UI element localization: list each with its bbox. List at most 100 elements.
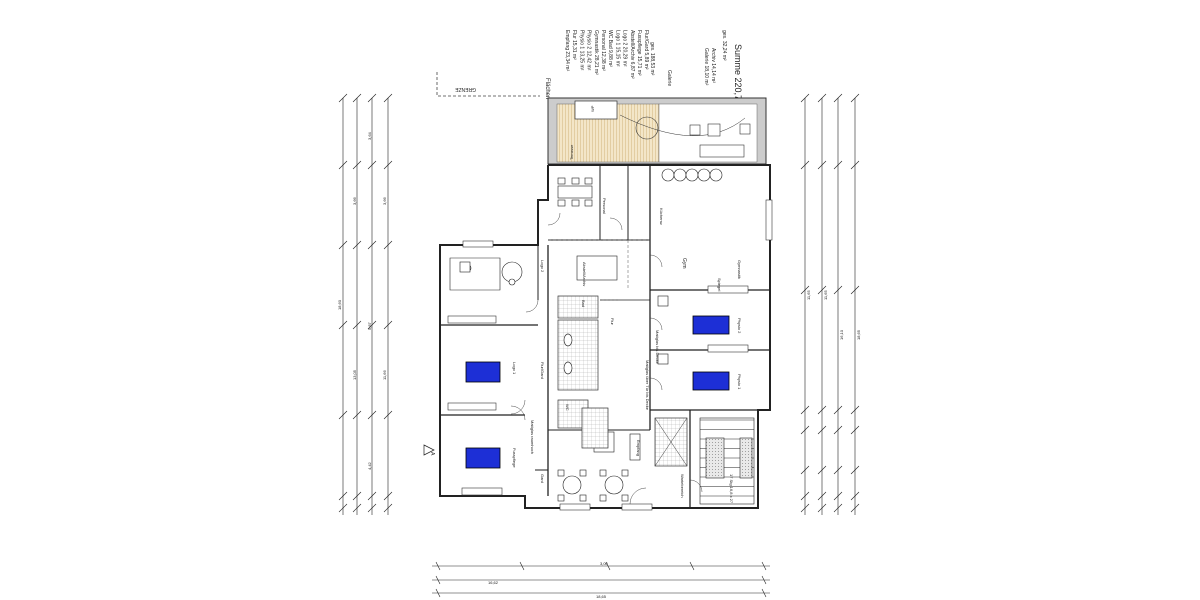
terrace-table: [635, 116, 659, 140]
note-mattglas-1: Mattglas bis Decke: [655, 330, 660, 365]
left-dimension-chains: [338, 93, 393, 515]
dim-text: 18,65: [596, 594, 607, 599]
dim-tick: [850, 285, 860, 295]
dim-tick: [800, 405, 810, 415]
left-dimension-texts: 18,60 3,66 13,05 3,64 5,87 4,42 3,66 11,…: [337, 131, 387, 470]
legend-galerie-heading: Galerie: [666, 70, 672, 86]
dim-tick: [817, 425, 827, 435]
terrace-label: Terrasse: [569, 144, 574, 160]
treatment-beds: [465, 315, 730, 469]
dim-tick: [338, 240, 348, 250]
dim-tick: [352, 503, 362, 513]
dim-text: 16,62: [488, 580, 499, 585]
room-personal: Personal: [602, 198, 607, 214]
dim-tick: [850, 93, 860, 103]
dim-tick: [850, 491, 860, 501]
dim-tick: [800, 285, 810, 295]
dim-tick: [833, 465, 843, 475]
note-mattglas-3: Mattglas raumhoch: [530, 420, 535, 454]
dim-text: 3,66: [382, 196, 387, 205]
gallery-outline: [548, 239, 650, 290]
heat-pump-label: WP: [590, 105, 595, 112]
room-gard: Gard: [540, 474, 545, 483]
legend-item: Physio 2 12,42 m²: [586, 30, 592, 71]
room-spiegel: Spiegel: [717, 278, 722, 291]
dim-tick: [338, 93, 348, 103]
dim-text: 18,65: [856, 329, 861, 340]
legend-subtotal: ges. 188,53 m²: [649, 42, 655, 76]
dim-tick: [850, 160, 860, 170]
terrace: WP Terrasse: [547, 97, 767, 165]
dim-tick: [833, 285, 843, 295]
dim-text: 16,10: [839, 329, 844, 340]
dim-tick: [352, 410, 362, 420]
dim-text: 11,66: [382, 370, 387, 380]
dim-tick: [817, 160, 827, 170]
legend-item: Empfang 23,34 m²: [564, 30, 570, 71]
dim-text: 3,66: [352, 196, 357, 205]
room-physio2: Physio 2: [737, 318, 742, 334]
room-gymnastik: Gymnastik: [737, 260, 742, 279]
dim-tick: [338, 491, 348, 501]
legend-item: Fusspflege 15,71 m²: [636, 30, 642, 76]
dim-text: 13,05: [352, 369, 357, 380]
dim-tick: [367, 320, 377, 330]
dim-text: 5,87: [367, 321, 372, 330]
bed-fusspflege: [465, 447, 501, 469]
room-wc: WC: [565, 404, 570, 411]
door-swings: [510, 212, 703, 505]
legend-item: Abstell/Archiv 6,87 m²: [629, 30, 635, 79]
room-labels: Gym Spiegel Gymnastik Physio 2 Physio 1 …: [512, 198, 742, 504]
room-archiv: Abstell/Archiv: [582, 262, 587, 286]
dim-tick: [817, 93, 827, 103]
dim-tick: [383, 320, 393, 330]
note-mattglas-2: Mattglas über Tür bis Decke: [645, 360, 650, 411]
legend-galerie-item-2: Archiv 14,14 m²: [710, 48, 716, 83]
dim-tick: [352, 320, 362, 330]
room-kueche: Küchenw.: [659, 208, 664, 225]
dim-tick: [338, 320, 348, 330]
bottom-dimension-chains: [432, 561, 770, 598]
dim-tick: [367, 410, 377, 420]
legend-item: Personal 12,38 m²: [600, 30, 606, 71]
dim-tick: [833, 503, 843, 513]
room-bad: Bad: [581, 300, 586, 307]
dim-tick: [367, 93, 377, 103]
dim-tick: [352, 491, 362, 501]
legend-summe: Summe 220,77 m²: [733, 44, 743, 118]
dim-text: 18,60: [337, 299, 342, 310]
stair-label: 17 Stg 16,8 x 27: [729, 474, 734, 504]
legend-item: Physio 1 13,25 m²: [578, 30, 584, 71]
wet-rooms: [557, 295, 688, 467]
dim-tick: [383, 410, 393, 420]
dim-tick: [383, 503, 393, 513]
dim-tick: [800, 491, 810, 501]
dim-tick: [833, 405, 843, 415]
dim-tick: [850, 503, 860, 513]
dim-tick: [338, 410, 348, 420]
dim-tick: [800, 93, 810, 103]
dim-tick: [352, 93, 362, 103]
legend-item: Flur 15,31 m²: [571, 30, 577, 60]
dim-tick: [367, 160, 377, 170]
staircase: [699, 417, 755, 505]
dim-tick: [367, 240, 377, 250]
legend-heading: Flächen: [544, 78, 550, 99]
dim-tick: [833, 425, 843, 435]
bottom-dimension-texts: 16,62 18,65 3,00: [488, 561, 609, 599]
dim-text: 11,65: [823, 290, 828, 300]
dim-tick: [800, 425, 810, 435]
dim-tick: [850, 465, 860, 475]
room-wartebereich: Wartebereich: [680, 474, 685, 498]
dim-tick: [352, 160, 362, 170]
dim-tick: [817, 465, 827, 475]
dim-text: 3,00: [600, 561, 609, 566]
room-logo1: Logo 1: [512, 362, 517, 375]
dim-tick: [817, 491, 827, 501]
windows: [447, 199, 773, 511]
dim-tick: [383, 491, 393, 501]
right-dimension-texts: 11,65 11,65 16,10 18,65: [806, 290, 861, 340]
dim-text: 11,65: [806, 290, 811, 300]
dim-text: 3,64: [367, 131, 372, 140]
